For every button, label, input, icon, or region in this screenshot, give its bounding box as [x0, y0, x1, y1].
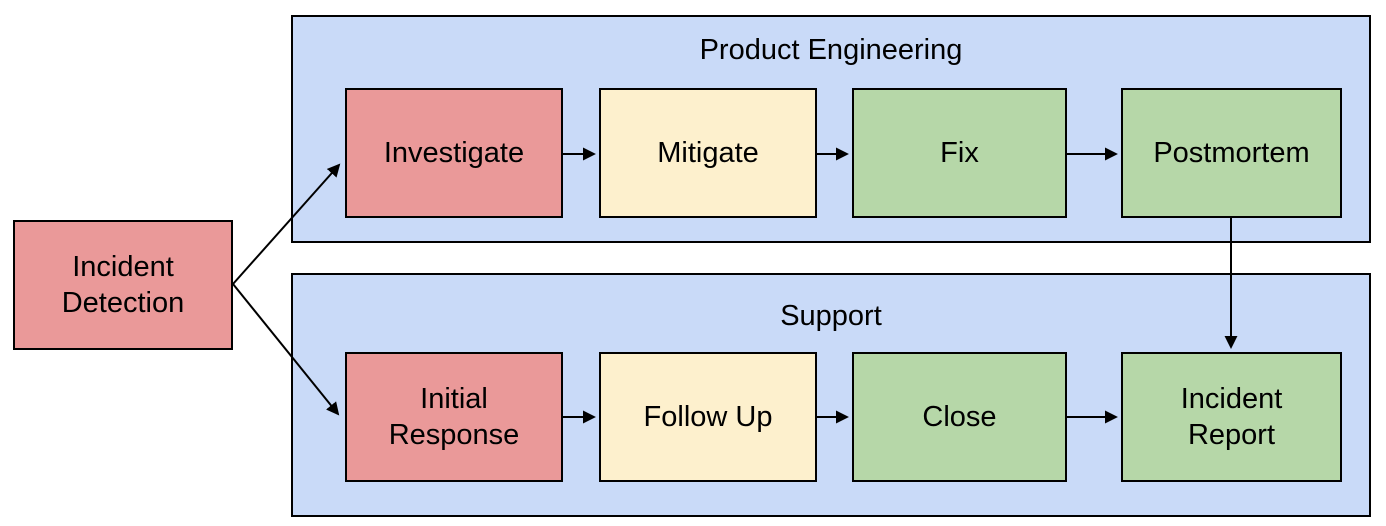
node-follow-up: Follow Up	[599, 352, 817, 482]
lane-title-support: Support	[780, 300, 882, 332]
node-initial-response: Initial Response	[345, 352, 563, 482]
node-investigate: Investigate	[345, 88, 563, 218]
node-mitigate: Mitigate	[599, 88, 817, 218]
node-close: Close	[852, 352, 1067, 482]
node-incident-report: Incident Report	[1121, 352, 1342, 482]
node-fix: Fix	[852, 88, 1067, 218]
node-incident-detection: Incident Detection	[13, 220, 233, 350]
node-postmortem: Postmortem	[1121, 88, 1342, 218]
lane-title-product-engineering: Product Engineering	[699, 34, 963, 66]
